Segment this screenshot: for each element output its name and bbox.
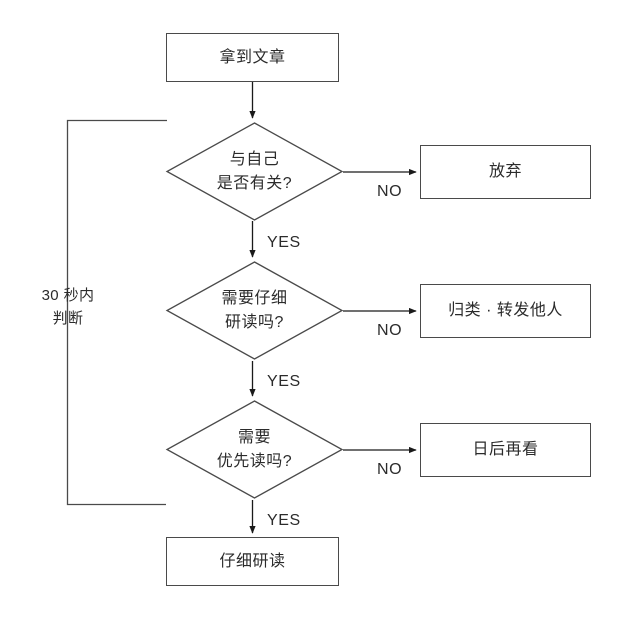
node-outcome-categorize-forward[interactable]: 归类 · 转发他人 [420, 284, 591, 338]
node-decision2[interactable]: 需要仔细 研读吗? [165, 261, 344, 360]
node-end-study-carefully[interactable]: 仔细研读 [166, 537, 339, 586]
node-decision3-label: 需要 优先读吗? [216, 428, 293, 470]
edge-label-yes-1: YES [267, 234, 301, 251]
node-start[interactable]: 拿到文章 [166, 33, 339, 82]
edge-label-yes-3: YES [267, 512, 301, 529]
annotation-30-second-judgment: 30 秒内 判断 [41, 287, 95, 327]
node-decision1-label: 与自己 是否有关? [216, 150, 293, 192]
decision3-diamond-shape [165, 400, 344, 499]
node-outcome-abandon[interactable]: 放弃 [420, 145, 591, 199]
node-decision1[interactable]: 与自己 是否有关? [165, 122, 344, 221]
node-outcome-read-later-label: 日后再看 [472, 441, 539, 459]
node-outcome-abandon-label: 放弃 [488, 163, 522, 181]
node-decision3[interactable]: 需要 优先读吗? [165, 400, 344, 499]
edge-label-no-3: NO [377, 461, 403, 478]
node-outcome-read-later[interactable]: 日后再看 [420, 423, 591, 477]
node-decision2-label: 需要仔细 研读吗? [221, 289, 288, 331]
decision1-diamond-shape [165, 122, 344, 221]
node-outcome-categorize-forward-label: 归类 · 转发他人 [448, 302, 563, 320]
node-end-study-carefully-label: 仔细研读 [219, 552, 286, 570]
edge-label-yes-2: YES [267, 373, 301, 390]
node-start-label: 拿到文章 [219, 48, 286, 66]
decision2-diamond-shape [165, 261, 344, 360]
edge-label-no-2: NO [377, 322, 403, 339]
edge-label-no-1: NO [377, 183, 403, 200]
